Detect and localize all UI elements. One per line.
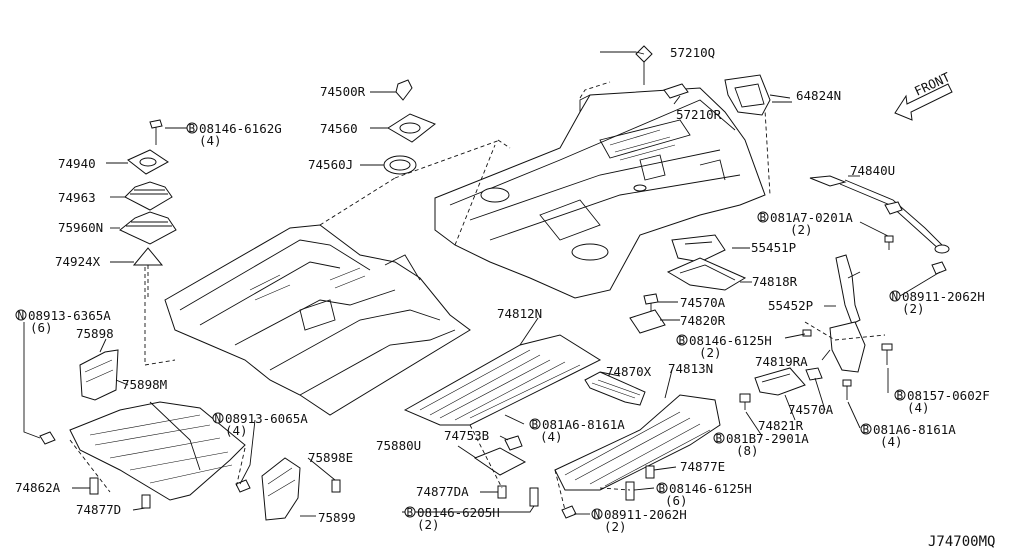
diagram-code: J74700MQ xyxy=(928,534,995,550)
label-08911-2062H-bottom: 08911-2062H xyxy=(604,507,687,522)
label-74870X: 74870X xyxy=(606,364,652,379)
bolt-symbol: B xyxy=(897,389,904,402)
right-side-parts xyxy=(629,175,950,410)
label-081B7-2901A: 081B7-2901A xyxy=(726,431,809,446)
center-grommet-stack xyxy=(383,79,436,175)
label-74940: 74940 xyxy=(58,156,96,171)
label-qty-2a: (2) xyxy=(790,222,813,237)
top-right-parts xyxy=(635,45,791,116)
label-081A7-0201A: 081A7-0201A xyxy=(770,210,853,225)
nut-symbol: N xyxy=(892,290,899,303)
label-74813N: 74813N xyxy=(668,361,713,376)
label-74818R: 74818R xyxy=(752,274,798,289)
under-covers xyxy=(39,334,721,521)
label-08157-0602F: 08157-0602F xyxy=(907,388,990,403)
label-qty-8: (8) xyxy=(736,443,759,458)
label-75898E: 75898E xyxy=(308,450,353,465)
label-74924X: 74924X xyxy=(55,254,101,269)
bolt-symbol: B xyxy=(532,418,539,431)
label-qty-4c: (4) xyxy=(880,434,903,449)
label-75880U: 75880U xyxy=(376,438,421,453)
label-qty-6b: (6) xyxy=(665,493,688,508)
leader-lines xyxy=(23,51,941,517)
label-57210Q: 57210Q xyxy=(670,45,715,60)
label-74862A: 74862A xyxy=(15,480,61,495)
bolt-symbol: B xyxy=(760,211,767,224)
part-labels: 57210Q 64824N 57210R FRONT 74500R 74560 … xyxy=(15,45,995,550)
nut-symbol: N xyxy=(594,508,601,521)
label-75899: 75899 xyxy=(318,510,356,525)
label-74560: 74560 xyxy=(320,121,358,136)
label-74821R: 74821R xyxy=(758,418,804,433)
label-55452P: 55452P xyxy=(768,298,813,313)
label-08146-6125H-b: 08146-6125H xyxy=(669,481,752,496)
label-qty-2d: (2) xyxy=(417,517,440,532)
label-74560J: 74560J xyxy=(308,157,353,172)
label-55451P: 55451P xyxy=(751,240,796,255)
label-08911-2062H-right: 08911-2062H xyxy=(902,289,985,304)
label-qty-2b: (2) xyxy=(902,301,925,316)
label-08146-6205H: 08146-6205H xyxy=(417,505,500,520)
label-qty-4a: (4) xyxy=(199,133,222,148)
label-74570A-a: 74570A xyxy=(680,295,726,310)
label-74840U: 74840U xyxy=(850,163,895,178)
label-081A6-8161A-mid: 081A6-8161A xyxy=(542,417,625,432)
label-081A6-8161A-right: 081A6-8161A xyxy=(873,422,956,437)
front-arrow-icon xyxy=(894,83,953,121)
label-qty-6a: (6) xyxy=(30,320,53,335)
nut-symbol: N xyxy=(215,412,222,425)
bolt-symbol: B xyxy=(863,423,870,436)
label-08146-6125H-a: 08146-6125H xyxy=(689,333,772,348)
label-08146-6162G: 08146-6162G xyxy=(199,121,282,136)
front-floor-panel xyxy=(164,224,471,416)
label-75960N: 75960N xyxy=(58,220,103,235)
label-64824N: 64824N xyxy=(796,88,841,103)
label-08913-6065A: 08913-6065A xyxy=(225,411,308,426)
label-74820R: 74820R xyxy=(680,313,726,328)
label-qty-4e: (4) xyxy=(225,423,248,438)
bolt-symbol: B xyxy=(716,432,723,445)
label-08913-6365A: 08913-6365A xyxy=(28,308,111,323)
label-qty-2c: (2) xyxy=(699,345,722,360)
label-qty-4b: (4) xyxy=(907,400,930,415)
label-qty-4d: (4) xyxy=(540,429,563,444)
bolt-symbol: B xyxy=(659,482,666,495)
label-74877D: 74877D xyxy=(76,502,121,517)
label-74753B: 74753B xyxy=(444,428,489,443)
rear-floor-panel xyxy=(434,87,766,299)
label-74963: 74963 xyxy=(58,190,96,205)
label-74877DA: 74877DA xyxy=(416,484,469,499)
label-57210R: 57210R xyxy=(676,107,722,122)
label-74500R: 74500R xyxy=(320,84,366,99)
label-74812N: 74812N xyxy=(497,306,542,321)
label-75898M: 75898M xyxy=(122,377,167,392)
bolt-symbol: B xyxy=(679,334,686,347)
label-74877E: 74877E xyxy=(680,459,725,474)
label-74819RA: 74819RA xyxy=(755,354,808,369)
bolt-symbol: B xyxy=(407,506,414,519)
label-74570A-b: 74570A xyxy=(788,402,834,417)
bolt-symbol: B xyxy=(189,122,196,135)
label-qty-2e: (2) xyxy=(604,519,627,534)
nut-symbol: N xyxy=(18,309,25,322)
left-grommet-stack xyxy=(119,119,177,300)
label-75898: 75898 xyxy=(76,326,114,341)
